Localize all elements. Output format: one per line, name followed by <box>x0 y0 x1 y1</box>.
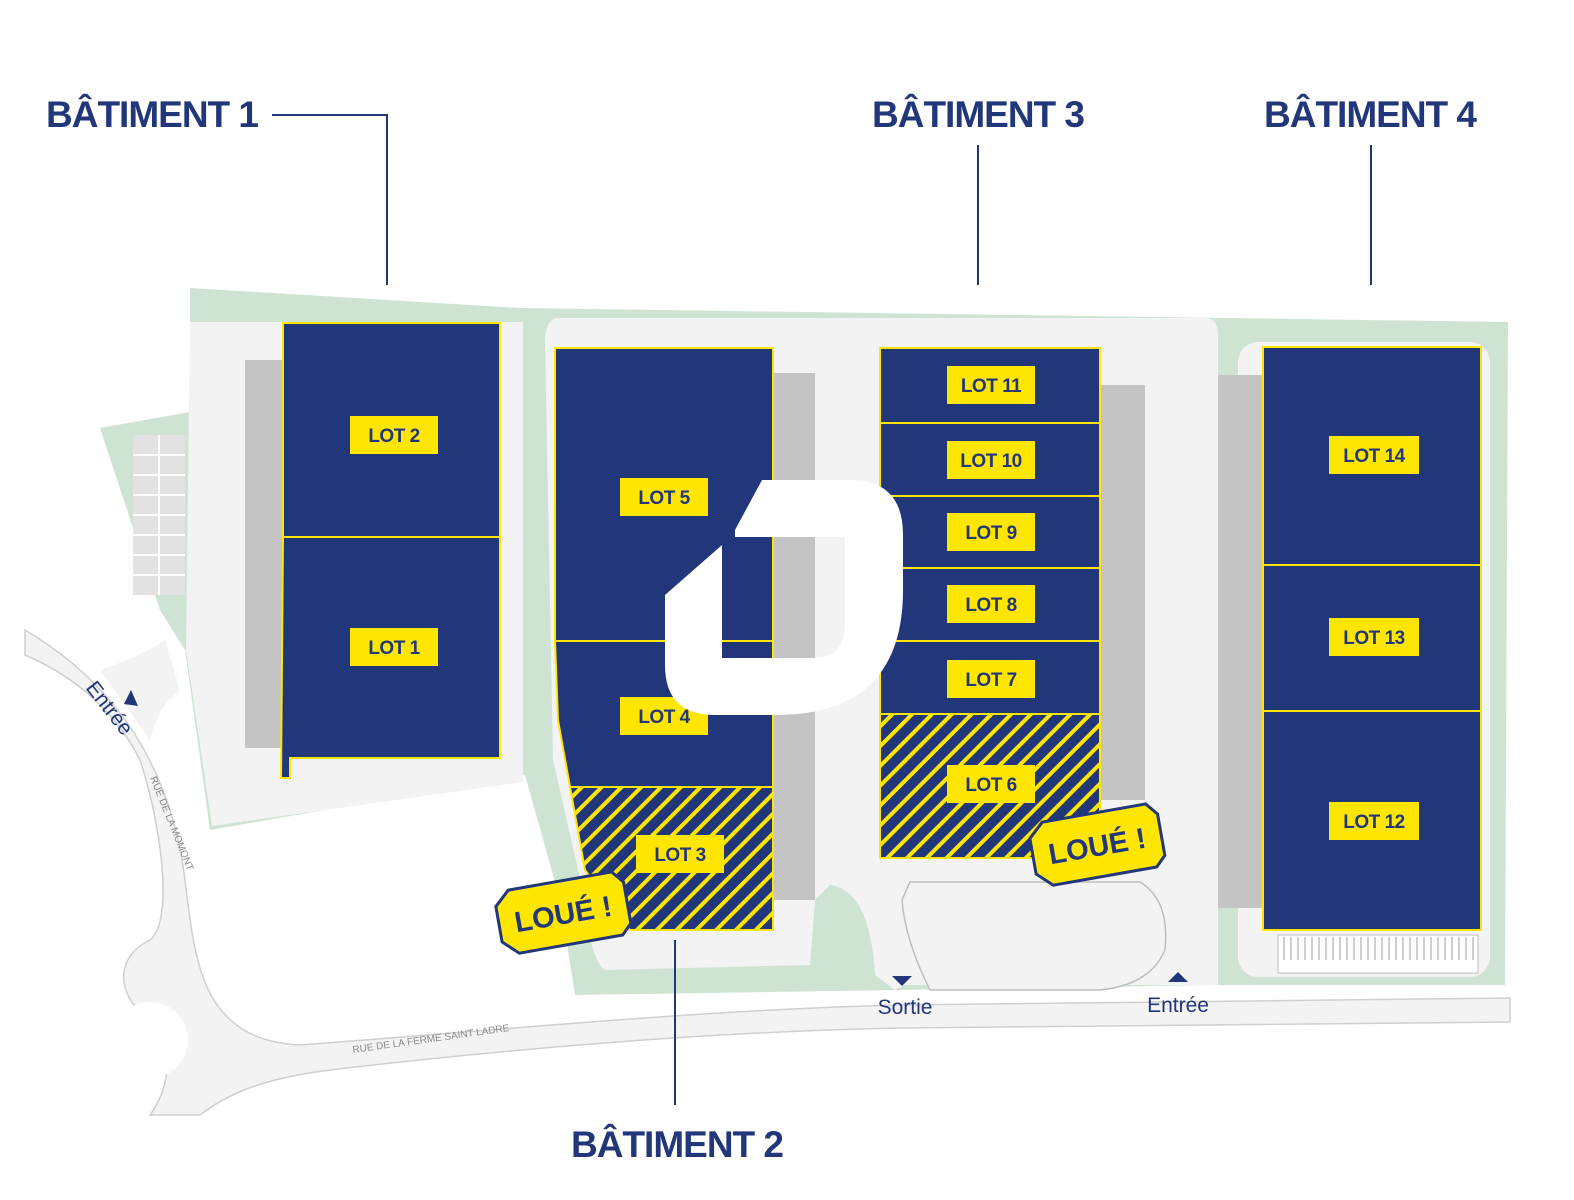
svg-text:LOT 6: LOT 6 <box>965 775 1016 796</box>
exit-label: Sortie <box>878 996 933 1019</box>
rented-tag-lot-3: LOUÉ ! <box>494 870 633 955</box>
svg-text:LOT 3: LOT 3 <box>654 845 705 866</box>
parking-stripes-east <box>1277 934 1479 974</box>
roads <box>24 628 1511 1116</box>
lot-label: LOT 5 <box>620 478 708 516</box>
lot-label: LOT 7 <box>947 660 1035 698</box>
building-4-title: BÂTIMENT 4 <box>1264 93 1477 135</box>
lot-label: LOT 4 <box>620 697 708 735</box>
building-1 <box>279 322 501 779</box>
entrance-arrow-icon <box>1168 972 1188 982</box>
lot-label: LOT 12 <box>1329 802 1419 840</box>
roundabout-island <box>112 1002 188 1078</box>
loading-docks <box>245 360 1263 908</box>
lot-label: LOT 8 <box>947 585 1035 623</box>
svg-text:LOT 11: LOT 11 <box>961 376 1022 397</box>
building-titles: BÂTIMENT 1 BÂTIMENT 3 BÂTIMENT 4 BÂTIMEN… <box>46 93 1478 1165</box>
entrance-arrow-icon <box>124 690 138 706</box>
svg-text:LOT 5: LOT 5 <box>638 488 690 509</box>
lot-label: LOT 3 <box>636 835 724 873</box>
leader-line <box>272 114 388 285</box>
lot-labels: LOT 2 LOT 1 LOT 5 LOT 4 LOT 3 LOT 11 LOT… <box>350 366 1419 873</box>
svg-text:LOT 1: LOT 1 <box>368 638 420 659</box>
building-2-title: BÂTIMENT 2 <box>571 1123 783 1165</box>
parking-lot <box>901 881 1167 991</box>
svg-text:LOT 13: LOT 13 <box>1343 628 1404 649</box>
svg-text:LOT 9: LOT 9 <box>965 523 1016 544</box>
svg-text:LOT 12: LOT 12 <box>1343 812 1404 833</box>
rented-tag-lot-6: LOUÉ ! <box>1028 802 1167 887</box>
entrance-south-label: Entrée <box>1147 994 1209 1017</box>
lot-label: LOT 2 <box>350 416 438 454</box>
lot-label: LOT 1 <box>350 628 438 666</box>
svg-text:LOT 4: LOT 4 <box>638 707 690 728</box>
lot-label: LOT 6 <box>947 765 1035 803</box>
lot-label: LOT 14 <box>1329 436 1419 474</box>
lot-label: LOT 13 <box>1329 618 1419 656</box>
svg-text:LOT 7: LOT 7 <box>965 670 1016 691</box>
svg-text:LOT 14: LOT 14 <box>1343 446 1405 467</box>
logo-watermark <box>665 480 903 715</box>
parking-stripes-west <box>133 435 185 595</box>
building-1-title: BÂTIMENT 1 <box>46 93 258 135</box>
svg-text:LOT 8: LOT 8 <box>965 595 1016 616</box>
svg-text:LOT 10: LOT 10 <box>960 451 1021 472</box>
exit-arrow-icon <box>892 976 912 986</box>
building-3-title: BÂTIMENT 3 <box>872 93 1084 135</box>
lot-label: LOT 10 <box>947 441 1035 479</box>
lot-label: LOT 9 <box>947 513 1035 551</box>
lot-label: LOT 11 <box>947 366 1035 404</box>
access-road <box>100 640 180 740</box>
svg-text:LOT 2: LOT 2 <box>368 426 419 447</box>
